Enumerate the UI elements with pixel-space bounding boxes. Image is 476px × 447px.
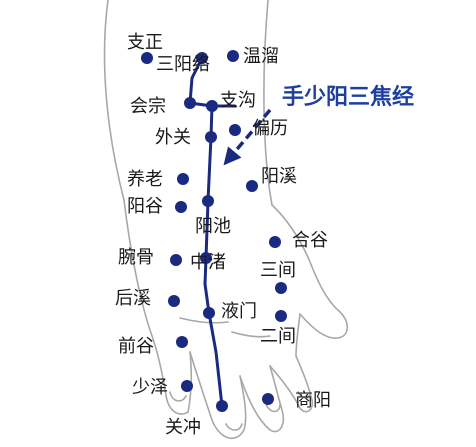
acupoint-dot-qiangu — [176, 336, 188, 348]
acupoint-label-shangyang: 商阳 — [295, 390, 331, 411]
acupoint-dot-sanjian — [275, 282, 287, 294]
index-finger-outline — [269, 355, 314, 413]
knuckle-crease-2 — [231, 331, 271, 338]
thumb-web-edge — [295, 313, 301, 357]
thumb-outline — [271, 204, 349, 339]
acupoint-sanjian: 三间 — [260, 260, 296, 294]
middle-finger-outline — [239, 365, 285, 433]
acupoint-label-yanglao: 养老 — [127, 169, 163, 190]
acupoint-waiguan: 外关 — [155, 127, 217, 148]
acupoint-dot-shangyang — [262, 393, 274, 405]
acupoint-dot-zhongzhu — [200, 252, 212, 264]
acupoint-zhongzhu: 中渚 — [190, 252, 226, 273]
acupoint-dot-yanglao — [177, 173, 189, 185]
acupoint-label-huizong: 会宗 — [130, 96, 166, 117]
acupoint-label-yangxi: 阳溪 — [261, 166, 297, 187]
acupoint-qiangu: 前谷 — [118, 336, 188, 357]
acupoint-dot-yemen — [203, 307, 215, 319]
index-nail — [297, 391, 311, 399]
acupoint-label-wenliu: 温溜 — [243, 46, 279, 67]
acupoint-label-shaoze: 少泽 — [132, 377, 168, 398]
hand-outline — [103, 0, 349, 440]
knuckle-crease-1 — [179, 317, 229, 324]
acupoint-dot-sanyangluo — [196, 52, 208, 64]
acupoint-dot-guanchong — [216, 400, 228, 412]
meridian-name: 手少阳三焦经 — [282, 84, 414, 110]
acupoint-zhigou: 支沟 — [206, 90, 256, 112]
acupoint-label-yanggu: 阳谷 — [127, 196, 163, 217]
acupoint-label-sanyangluo: 三阳络 — [156, 54, 210, 75]
acupoint-dot-yangxi — [246, 180, 258, 192]
acupoint-yanggu: 阳谷 — [127, 196, 187, 217]
acupoint-dot-pianli — [229, 124, 241, 136]
acupoint-wangu: 腕骨 — [118, 247, 182, 268]
ring-nail — [225, 423, 243, 431]
acupoint-label-houxi: 后溪 — [115, 288, 151, 309]
acupoint-sanyangluo: 三阳络 — [156, 52, 210, 75]
middle-nail — [265, 403, 281, 413]
forearm-right-edge — [263, 0, 273, 206]
acupoint-wenliu: 温溜 — [227, 46, 279, 67]
acupoint-dot-zhizheng — [141, 52, 153, 64]
acupoint-label-guanchong: 关冲 — [165, 417, 201, 438]
acupoint-dot-shaoze — [181, 380, 193, 392]
acupoint-dot-huizong — [184, 97, 196, 109]
acupoint-huizong: 会宗 — [130, 96, 196, 117]
acupoint-yanglao: 养老 — [127, 169, 189, 190]
acupoint-erjian: 二间 — [260, 310, 296, 347]
little-nail — [169, 391, 187, 402]
acupoint-dot-erjian — [275, 310, 287, 322]
acupoint-dot-yanggu — [175, 201, 187, 213]
acupoint-label-yemen: 液门 — [221, 301, 257, 322]
acupoint-zhizheng: 支正 — [127, 32, 163, 64]
acupoint-shaoze: 少泽 — [132, 377, 193, 398]
acupoint-dot-houxi — [168, 295, 180, 307]
acupoint-label-erjian: 二间 — [260, 326, 296, 347]
acupoint-shangyang: 商阳 — [262, 390, 331, 411]
acupoint-label-zhigou: 支沟 — [220, 90, 256, 111]
acupoint-dot-waiguan — [205, 131, 217, 143]
acupoint-dot-wenliu — [227, 50, 239, 62]
acupoint-guanchong: 关冲 — [165, 400, 228, 438]
acupoint-label-yangchi: 阳池 — [195, 216, 231, 237]
acupoint-label-wangu: 腕骨 — [118, 247, 154, 268]
forearm-left-edge — [103, 0, 125, 201]
acupoint-label-hegu: 合谷 — [292, 230, 328, 251]
meridian-pointer-arrow — [223, 108, 272, 166]
acupoint-houxi: 后溪 — [115, 288, 180, 309]
acupoint-hegu: 合谷 — [269, 230, 328, 251]
acupoint-label-pianli: 偏历 — [252, 118, 288, 139]
acupoint-label-sanjian: 三间 — [260, 260, 296, 281]
acupoint-dot-wangu — [170, 254, 182, 266]
acupoint-dot-zhigou — [206, 100, 218, 112]
acupoint-dot-hegu — [269, 236, 281, 248]
acupoint-label-waiguan: 外关 — [155, 127, 191, 148]
acupoint-label-qiangu: 前谷 — [118, 336, 154, 357]
acupoint-dot-yangchi — [202, 195, 214, 207]
ulnar-hand-edge — [123, 199, 189, 415]
acupoint-yemen: 液门 — [203, 301, 257, 322]
acupoint-label-zhizheng: 支正 — [127, 32, 163, 53]
ring-finger-outline — [189, 351, 247, 440]
acupoint-label-zhongzhu: 中渚 — [190, 252, 226, 273]
acupoint-pianli: 偏历 — [229, 118, 288, 139]
acupoint-yangxi: 阳溪 — [246, 166, 297, 192]
acupoint-yangchi: 阳池 — [195, 195, 231, 237]
